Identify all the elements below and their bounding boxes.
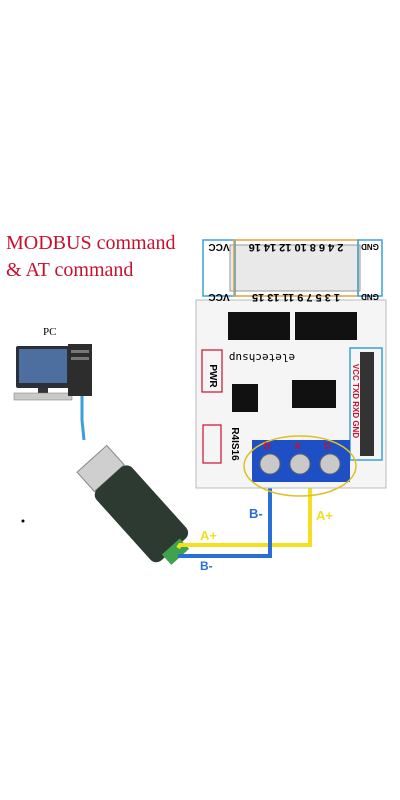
wire-label-a-plus-left: A+: [200, 528, 217, 543]
header-top-pins: 2 4 6 8 10 12 14 16: [249, 241, 344, 253]
header-bottom-left: VCC: [208, 291, 229, 302]
header-top-right: GND: [361, 242, 379, 251]
side-pins-label: VCC TXD RXD GND: [351, 364, 360, 438]
terminal-a-label: A: [294, 441, 301, 451]
wire-label-b-left: B-: [200, 559, 213, 573]
title-line2: & AT command: [6, 259, 134, 281]
title-line1: MODBUS command: [6, 232, 176, 254]
wire-label-a-plus-right: A+: [316, 508, 333, 523]
pc-label: PC: [43, 326, 57, 338]
terminal-g-label: G: [324, 441, 331, 451]
brand-label: eletechsup: [229, 351, 295, 364]
wire-b-minus: [178, 472, 272, 558]
usb-rs485-adapter: [76, 444, 190, 565]
header-bottom-pins: 1 3 5 7 9 11 13 15: [252, 291, 340, 303]
pc-icon: [13, 344, 92, 401]
terminal-b-label: B: [264, 441, 271, 451]
pwr-label: PWR: [207, 364, 218, 388]
header-top-left: VCC: [208, 241, 229, 252]
relay-board: [21, 239, 387, 523]
usb-cable: [80, 396, 86, 441]
header-bottom-right: GND: [361, 292, 379, 301]
model-label: R4IS16: [229, 427, 240, 461]
wire-label-b-minus: B-: [249, 506, 263, 521]
